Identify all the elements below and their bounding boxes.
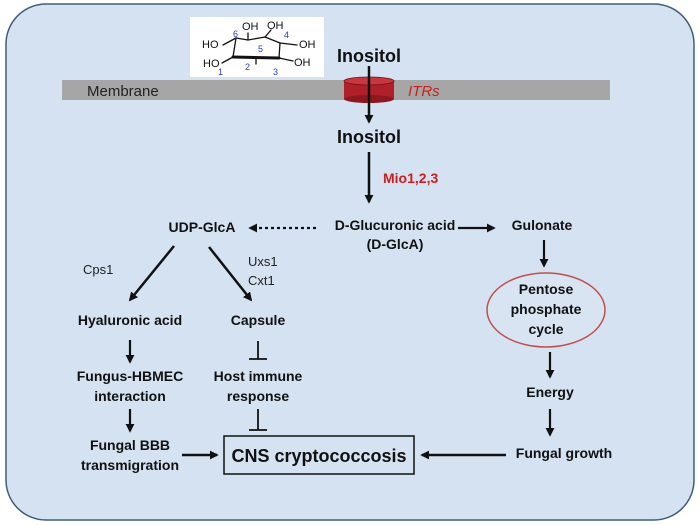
energy-label: Energy — [526, 384, 574, 400]
fungal-growth-label: Fungal growth — [516, 445, 612, 461]
capsule-label: Capsule — [231, 312, 286, 328]
oh-label-top-right: OH — [267, 20, 284, 32]
background-panel — [5, 3, 695, 521]
pentose-label-line1: Pentose — [519, 281, 574, 297]
gulonate-label: Gulonate — [512, 217, 573, 233]
inhibit-capsule-to-host — [249, 341, 267, 360]
oh-label-bottom-right: OH — [294, 57, 311, 69]
inositol-outside-label: Inositol — [337, 46, 401, 66]
host-immune-label-line2: response — [227, 388, 289, 404]
inhibit-host-to-cns — [249, 409, 267, 431]
bbb-label: Fungal BBB — [90, 437, 170, 453]
ho-label-bottom: HO — [203, 58, 220, 70]
udp-glca-label: UDP-GlcA — [169, 219, 236, 235]
inositol-structure: HO HO OH OH OH OH 6 5 4 1 2 3 — [190, 17, 324, 77]
arrow-udp-to-capsule — [208, 246, 253, 302]
membrane-label: Membrane — [87, 83, 159, 100]
host-immune-label: Host immune — [214, 368, 303, 384]
inositol-inside-label: Inositol — [337, 127, 401, 147]
oh-label-right: OH — [299, 39, 316, 51]
mio-enzyme-label: Mio1,2,3 — [383, 170, 438, 186]
carbon-number-3: 3 — [273, 67, 278, 77]
carbon-number-2: 2 — [245, 62, 250, 72]
glucuronic-acid-abbrev: (D-GlcA) — [367, 236, 424, 252]
bbb-label-line2: transmigration — [81, 457, 179, 473]
carbon-number-6: 6 — [233, 29, 238, 39]
carbon-number-5: 5 — [258, 44, 263, 54]
cps1-label: Cps1 — [83, 262, 113, 277]
membrane-bar — [62, 80, 610, 100]
carbon-number-4: 4 — [284, 30, 289, 40]
cns-box — [223, 435, 415, 475]
fungus-hbmec-label: Fungus-HBMEC — [77, 368, 184, 384]
glucuronic-acid-label: D-Glucuronic acid — [335, 217, 456, 233]
fungus-hbmec-label-line2: interaction — [94, 388, 166, 404]
cxt1-label: Cxt1 — [248, 273, 275, 288]
arrow-udp-to-hyaluronic — [128, 245, 175, 302]
pentose-cycle-ellipse — [486, 272, 606, 348]
itrs-label: ITRs — [408, 83, 440, 100]
uxs1-label: Uxs1 — [248, 254, 278, 269]
hyaluronic-acid-label: Hyaluronic acid — [78, 312, 182, 328]
carbon-number-1: 1 — [218, 67, 223, 77]
oh-label-mid: OH — [242, 21, 259, 33]
pentose-label-line3: cycle — [528, 321, 563, 337]
ho-label-top: HO — [202, 39, 219, 51]
cns-cryptococcosis-label: CNS cryptococcosis — [231, 446, 406, 466]
pentose-label-line2: phosphate — [511, 301, 582, 317]
